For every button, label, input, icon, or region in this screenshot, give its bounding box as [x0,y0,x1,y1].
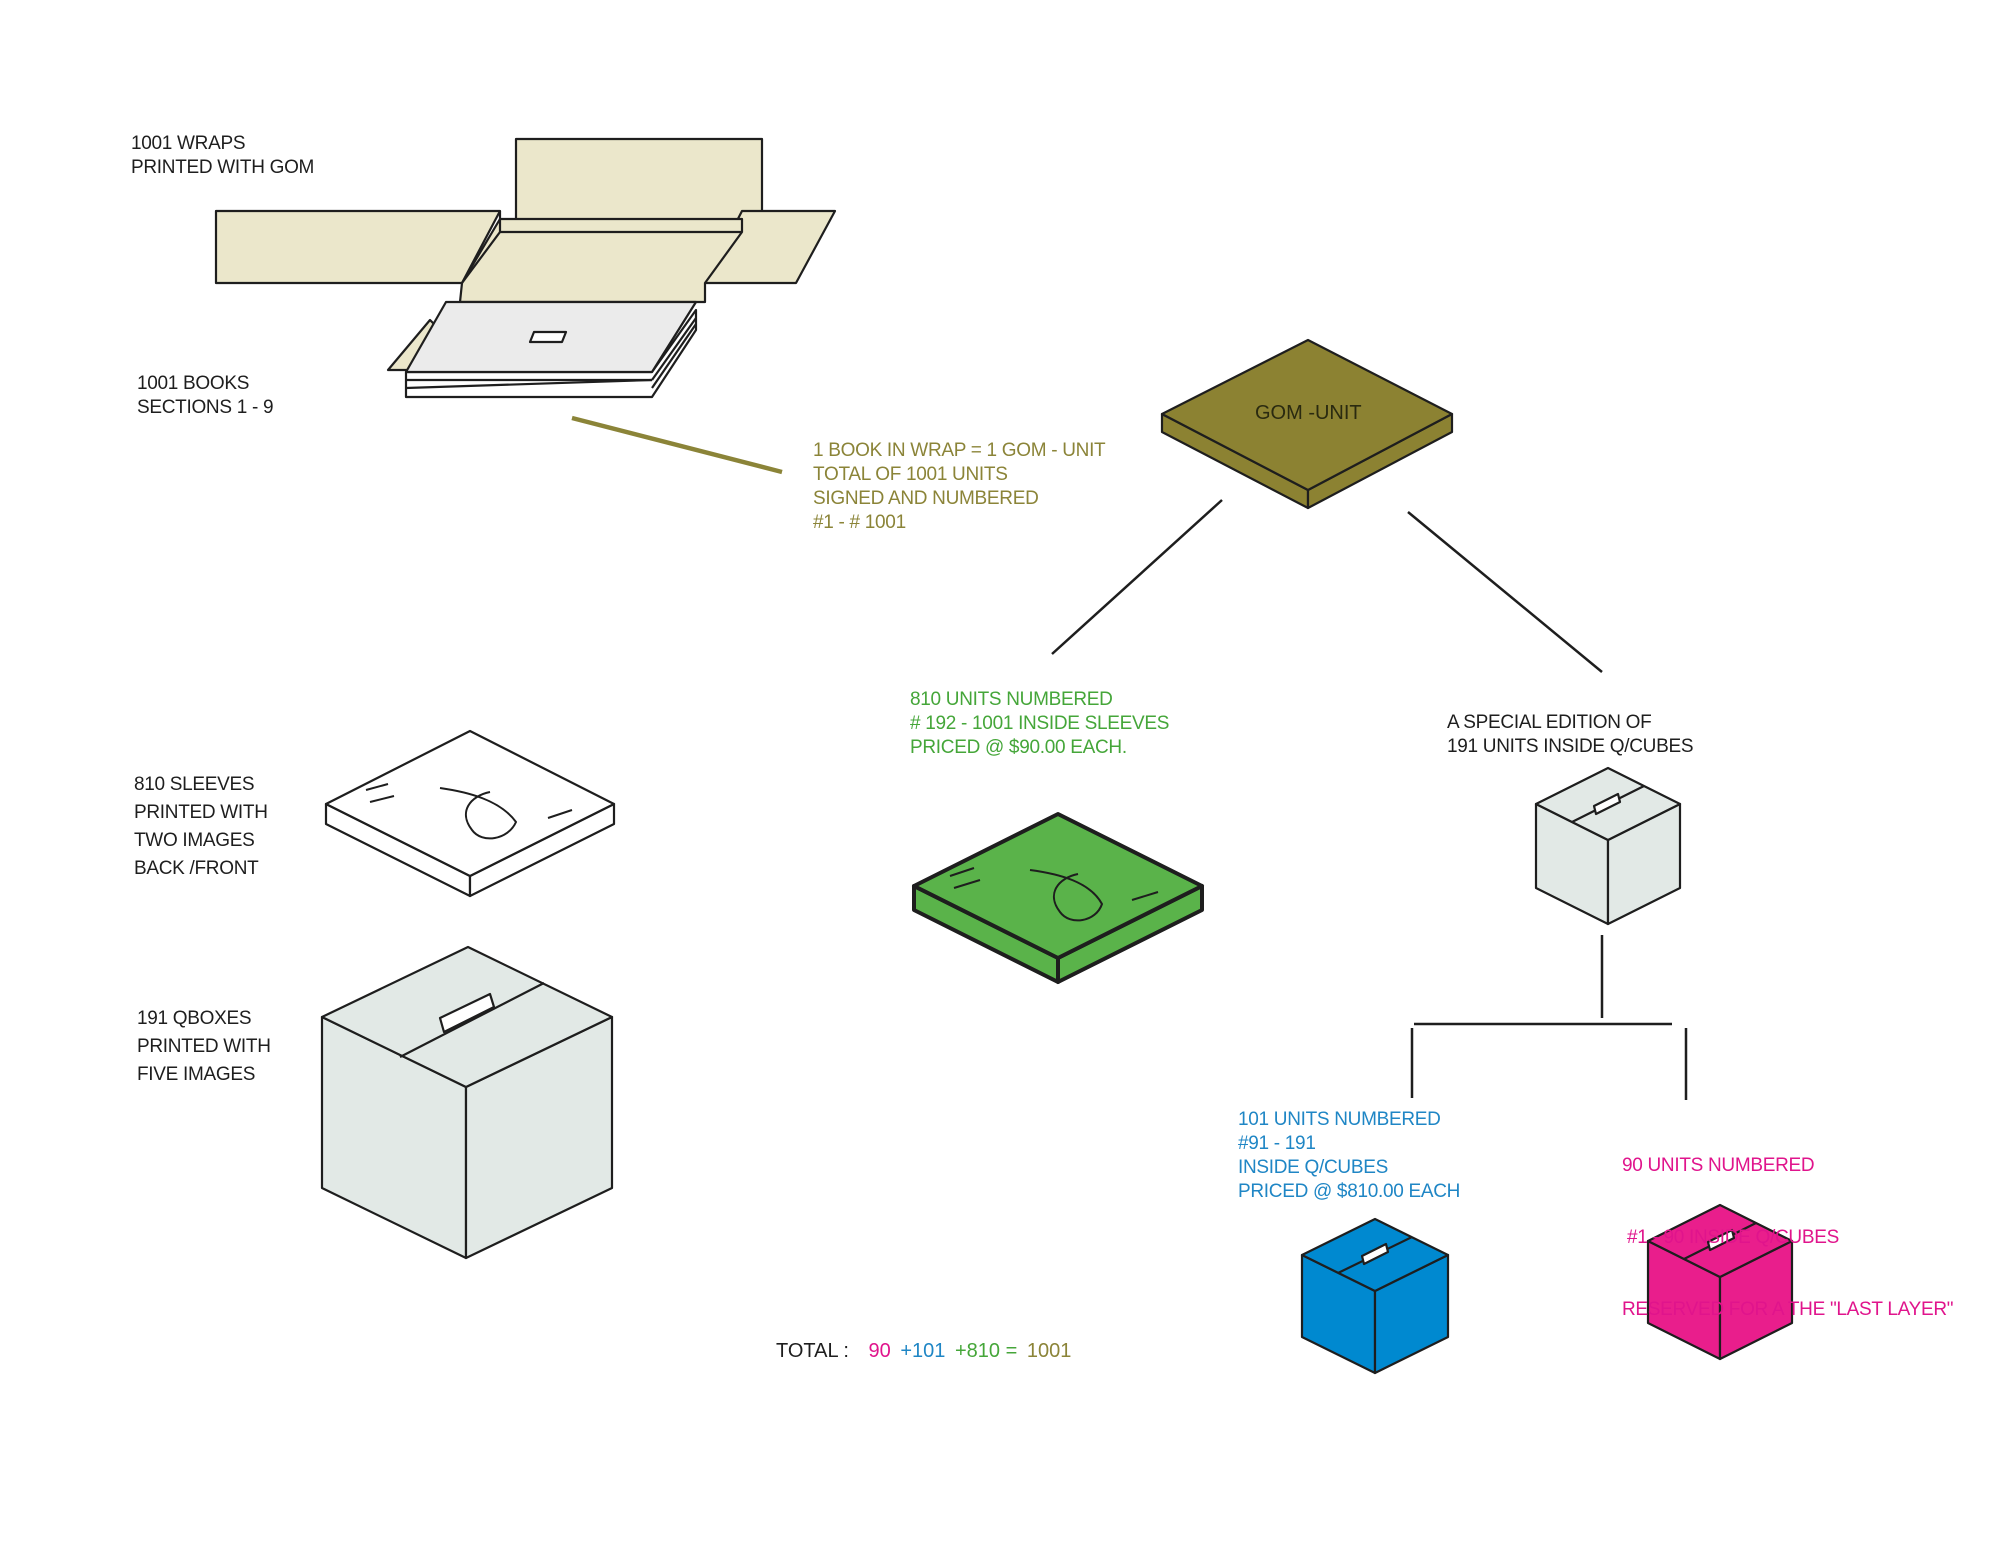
sleeves-label-line: 810 SLEEVES [134,774,255,795]
gom-unit-top-face [1160,338,1454,492]
white-sleeve-illustration [324,729,616,898]
wrap-and-books-illustration [214,137,837,399]
qboxes-label: 191 QBOXES PRINTED WITH FIVE IMAGES [137,1005,271,1089]
pink-qcube-illustration [1646,1203,1794,1361]
gom-to-special-line [1407,511,1603,673]
qbox-lid-seam [399,982,545,1058]
small-cube-handle [1592,792,1622,816]
books-label: 1001 BOOKS SECTIONS 1 - 9 [137,372,274,420]
total-equation: TOTAL : 90 +101 +810 = 1001 [776,1340,1075,1363]
book-cover-label [528,330,568,344]
unit-info-line: SIGNED AND NUMBERED [813,488,1039,509]
blue-cube-handle [1360,1242,1390,1266]
special-edition-line: 191 UNITS INSIDE Q/CUBES [1447,736,1694,757]
book-page-line-2 [405,378,653,390]
wrap-left-flap [214,209,502,285]
tree-connectors [1051,499,1688,1100]
books-label-line: SECTIONS 1 - 9 [137,397,274,418]
wraps-label: 1001 WRAPS PRINTED WITH GOM [131,132,314,180]
total-result: 1001 [1026,1340,1072,1362]
sleeve-branch-line: 810 UNITS NUMBERED [910,689,1113,710]
gom-to-sleeves-line [1051,499,1223,655]
qboxes-label-line: 191 QBOXES [137,1008,252,1029]
sleeve-branch-line: PRICED @ $90.00 EACH. [910,737,1127,758]
unit-info-line: #1 - # 1001 [813,512,906,533]
sleeves-label-line: BACK /FRONT [134,858,259,879]
total-blue-part: +101 [900,1340,946,1362]
special-edition-label: A SPECIAL EDITION OF 191 UNITS INSIDE Q/… [1447,711,1694,759]
book-page-line-4 [651,323,697,389]
pink-cube-handle [1706,1228,1736,1252]
unit-info-line: 1 BOOK IN WRAP = 1 GOM - UNIT [813,440,1106,461]
qboxes-label-line: PRINTED WITH [137,1036,271,1057]
total-green-part: +810 = [954,1340,1018,1362]
total-pink-part: 90 [868,1340,891,1362]
green-sleeve-leaf-sketch [949,867,1159,922]
blue-branch-line: INSIDE Q/CUBES [1238,1157,1388,1178]
wrap-top-flap [514,137,764,222]
sleeves-label-line: PRINTED WITH [134,802,268,823]
blue-qcube-illustration [1300,1217,1450,1375]
blue-branch-line: #91 - 191 [1238,1133,1316,1154]
blue-branch-line: PRICED @ $810.00 EACH [1238,1181,1461,1202]
white-sleeve-leaf-sketch [365,783,573,840]
large-qbox-illustration [320,945,614,1260]
unit-info-line: TOTAL OF 1001 UNITS [813,464,1008,485]
sleeve-branch-line: # 192 - 1001 INSIDE SLEEVES [910,713,1170,734]
blue-branch-line: 101 UNITS NUMBERED [1238,1109,1441,1130]
gom-unit-label: GOM -UNIT [1255,402,1362,424]
sleeves-label: 810 SLEEVES PRINTED WITH TWO IMAGES BACK… [134,771,268,883]
wraps-label-line: PRINTED WITH GOM [131,157,315,178]
sleeve-branch-label: 810 UNITS NUMBERED # 192 - 1001 INSIDE S… [910,688,1169,760]
small-qcube-illustration [1534,766,1682,926]
book-to-info-connector [571,415,783,475]
unit-info-label: 1 BOOK IN WRAP = 1 GOM - UNIT TOTAL OF 1… [813,439,1106,535]
pink-branch-line: #1 - 90 INSIDE Q/CUBES [1622,1227,1839,1248]
book-page-line-3 [651,317,697,381]
wraps-label-line: 1001 WRAPS [131,133,246,154]
qbox-handle [438,992,496,1034]
pink-branch-label: 90 UNITS NUMBERED #1 - 90 INSIDE Q/CUBES… [1622,1106,1953,1346]
gom-unit-box [1160,338,1454,510]
wrap-fold-line-3 [461,231,501,284]
special-edition-line: A SPECIAL EDITION OF [1447,712,1652,733]
total-label: TOTAL : [776,1340,849,1362]
green-sleeve-illustration [912,812,1204,984]
sleeves-label-line: TWO IMAGES [134,830,255,851]
pink-branch-line: 90 UNITS NUMBERED [1622,1155,1815,1176]
qboxes-label-line: FIVE IMAGES [137,1064,256,1085]
wrap-center-panel [458,217,744,304]
books-label-line: 1001 BOOKS [137,373,250,394]
pink-branch-line: RESERVED FOR A THE "LAST LAYER" [1622,1299,1954,1320]
blue-branch-label: 101 UNITS NUMBERED #91 - 191 INSIDE Q/CU… [1238,1108,1460,1204]
